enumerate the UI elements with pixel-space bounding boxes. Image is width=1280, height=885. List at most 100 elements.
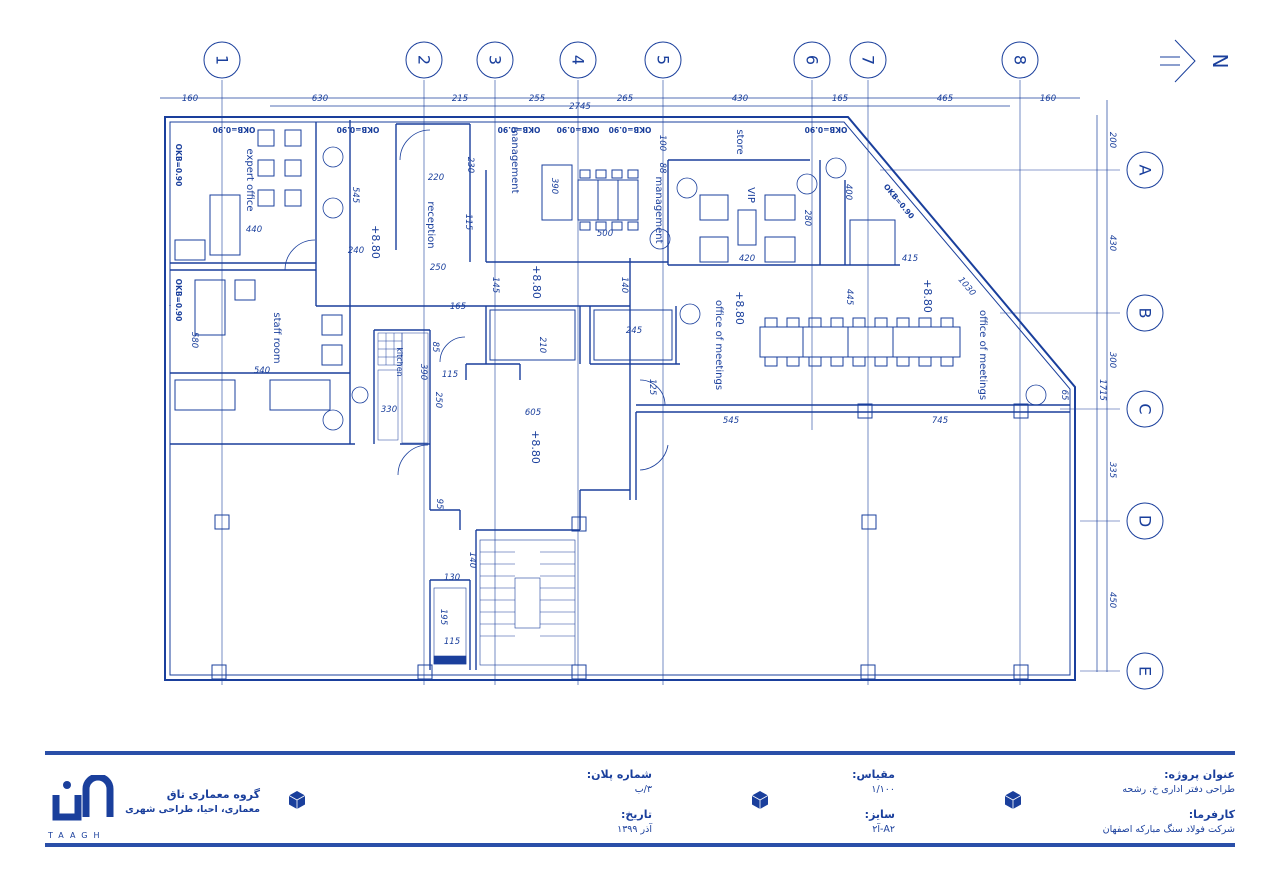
window-tag: OKB=0.90 <box>557 125 600 134</box>
inner-dimension: 210 <box>537 337 547 353</box>
inner-dimension: 100 <box>657 135 667 151</box>
room-label-management: management <box>509 127 520 194</box>
inner-dimension: 115 <box>442 370 458 380</box>
taagh-logo-icon <box>52 773 114 821</box>
room-label-office-of-meetings: office of meetings <box>977 310 988 400</box>
inner-dimension: 130 <box>444 573 460 583</box>
logo-text: TAAGH <box>48 831 106 840</box>
grid-col-6: 6 <box>803 55 822 65</box>
inner-dimension: 500 <box>597 229 613 239</box>
client-label: کارفرما: <box>1188 808 1235 821</box>
client-value: شرکت فولاد سنگ مبارکه اصفهان <box>1102 824 1235 835</box>
window-tag: OKB=0.90 <box>498 125 541 134</box>
date-label: تاریخ: <box>620 808 652 821</box>
size-label: سایز: <box>864 808 895 821</box>
grid-col-8: 8 <box>1011 55 1030 65</box>
overall-width: 2745 <box>569 102 591 112</box>
inner-dimension: 230 <box>465 157 475 173</box>
grid-row-c: C <box>1136 403 1155 414</box>
inner-dimension: 445 <box>844 289 854 305</box>
inner-dimension: 1030 <box>956 275 978 298</box>
top-dimension: 630 <box>312 94 328 104</box>
inner-dimension: 65 <box>1059 390 1069 401</box>
level-label: +8.80 <box>733 291 746 325</box>
inner-dimension: 85 <box>430 342 440 353</box>
office-furniture <box>174 129 896 411</box>
window-tag: OKB=0.90 <box>609 125 652 134</box>
door-swings <box>284 129 669 476</box>
room-label-kitchen: kitchen <box>395 347 404 376</box>
window-tag: OKB=0.90 <box>174 144 183 187</box>
date-value: آذر ۱۳۹۹ <box>617 824 652 835</box>
inner-dimension: 145 <box>490 277 500 293</box>
grid-row-d: D <box>1136 515 1155 527</box>
right-dimension: 450 <box>1107 592 1117 608</box>
grid-col-2: 2 <box>415 55 434 65</box>
restrooms <box>489 309 673 361</box>
meeting-table <box>759 317 961 367</box>
hexagon-icon <box>1004 791 1022 809</box>
inner-dimension: 250 <box>433 392 443 408</box>
firm-logo: TAAGH <box>48 773 118 840</box>
room-label-staff-room: staff room <box>271 312 282 363</box>
project-title-label: عنوان پروژه: <box>1164 768 1235 781</box>
kitchen-tiles <box>377 332 429 444</box>
grid-col-1: 1 <box>213 55 232 65</box>
inner-dimension: 250 <box>430 263 446 273</box>
title-block-top-bar <box>45 751 1235 755</box>
inner-dimension: 88 <box>657 163 667 174</box>
inner-dimension: 420 <box>739 254 755 264</box>
inner-dimension: 245 <box>626 326 642 336</box>
right-dimension: 200 <box>1107 132 1117 148</box>
inner-dimension: 390 <box>549 178 559 194</box>
north-arrow-icon <box>1160 39 1196 83</box>
grid-col-5: 5 <box>654 55 673 65</box>
grid-row-a: A <box>1136 165 1155 176</box>
plan-number-label: شماره پلان: <box>586 768 652 781</box>
room-label-management: management <box>653 177 664 244</box>
inner-dimension: 580 <box>189 332 199 348</box>
right-dimension: 300 <box>1107 352 1117 368</box>
window-tag: OKB=0.90 <box>805 125 848 134</box>
room-label-store: store <box>734 129 745 154</box>
inner-dimension: 540 <box>254 366 270 376</box>
stair <box>433 539 576 666</box>
size-value: A۲-آ۲ <box>872 824 895 835</box>
grid-row-b: B <box>1136 308 1155 319</box>
room-label-expert-office: expert office <box>244 148 255 211</box>
window-tag: OKB=0.90 <box>174 279 183 322</box>
inner-dimension: 390 <box>418 364 428 380</box>
level-label: +8.80 <box>921 279 934 313</box>
inner-dimension: 240 <box>348 246 364 256</box>
top-dimension: 165 <box>832 94 848 104</box>
inner-dimension: 115 <box>463 214 473 230</box>
room-label-office-of-meetings: office of meetings <box>713 300 724 390</box>
inner-dimension: 165 <box>450 302 466 312</box>
inner-dimension: 605 <box>525 408 541 418</box>
scale-value: ۱/۱۰۰ <box>871 784 895 795</box>
firm-subtitle: معماری، احیا، طراحی شهری <box>125 804 260 815</box>
top-dimension: 255 <box>529 94 545 104</box>
right-dimension: 430 <box>1107 235 1117 251</box>
vip-furniture <box>699 194 796 263</box>
hexagon-icon <box>288 791 306 809</box>
level-label: +8.80 <box>530 265 543 299</box>
inner-dimension: 140 <box>619 277 629 293</box>
firm-name: گروه معماری تاق <box>166 788 260 801</box>
project-title-value: طراحی دفتر اداری خ. رشحه <box>1122 784 1235 795</box>
columns <box>211 403 1029 680</box>
right-dimension: 335 <box>1107 462 1117 478</box>
inner-dimension: 545 <box>350 187 360 203</box>
inner-dimension: 415 <box>902 254 918 264</box>
title-block-bottom-bar <box>45 843 1235 847</box>
grid-col-4: 4 <box>569 55 588 65</box>
scale-label: مقیاس: <box>852 768 895 781</box>
grid-col-3: 3 <box>486 55 505 65</box>
plant-symbols <box>322 146 1047 431</box>
top-dimension: 160 <box>1040 94 1056 104</box>
top-dimension: 160 <box>182 94 198 104</box>
inner-dimension: 745 <box>932 416 948 426</box>
top-dimension: 215 <box>452 94 468 104</box>
hexagon-icon <box>751 791 769 809</box>
inner-dimension: 125 <box>647 379 657 395</box>
